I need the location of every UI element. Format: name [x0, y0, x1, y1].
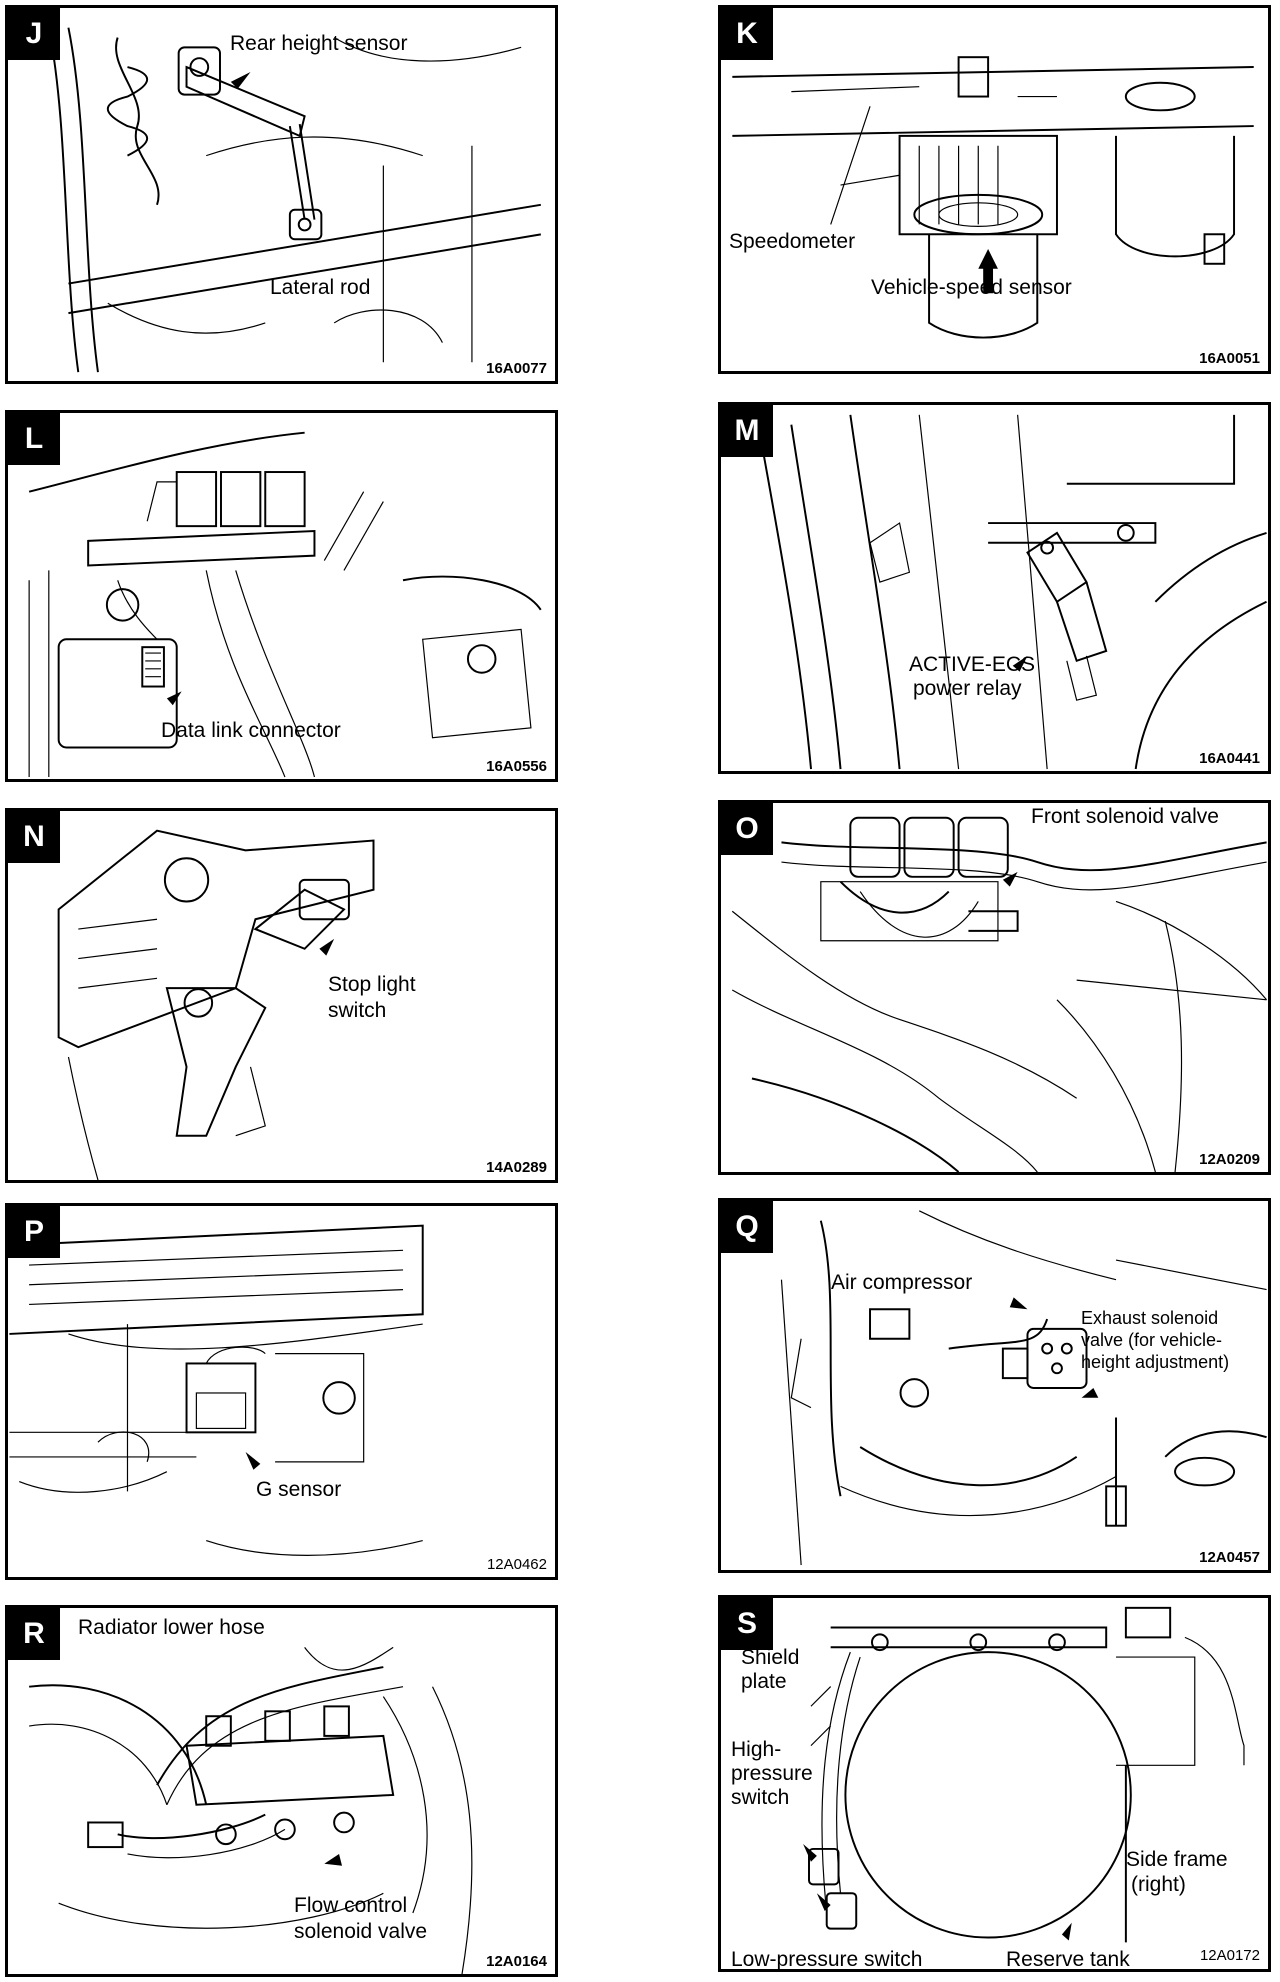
panel-letter: K	[721, 8, 773, 60]
panel-m: M ACTIVE-ECS power relay 16A0441	[718, 402, 1271, 774]
height-adjustment-label: height adjustment)	[1081, 1352, 1230, 1372]
panel-l: L Data link connector 16A0556	[5, 410, 558, 782]
rear-height-sensor-label: Rear height sensor	[230, 32, 408, 55]
active-ecs-power-relay-illustration	[760, 414, 1267, 770]
data-link-connector-label: Data link connector	[161, 719, 341, 742]
panel-n: N Stop light switch 14A0289	[5, 808, 558, 1183]
stop-light-label: Stop light	[328, 973, 416, 996]
switch-label: switch	[731, 1786, 790, 1809]
panel-letter: M	[721, 405, 773, 457]
active-ecs-label: ACTIVE-ECS	[909, 653, 1036, 676]
figure-code: 12A0209	[1199, 1151, 1260, 1168]
right-label: (right)	[1131, 1873, 1186, 1896]
panel-letter: L	[8, 413, 60, 465]
exhaust-valve-label: valve (for vehicle-	[1081, 1330, 1223, 1350]
panel-letter: P	[8, 1206, 60, 1258]
panel-o: O Front solenoid valve 12A0209	[718, 800, 1271, 1175]
figure-code: 12A0164	[486, 1953, 547, 1970]
figure-code: 16A0556	[486, 758, 547, 775]
figure-code: 12A0462	[486, 1556, 547, 1573]
panel-letter: J	[8, 8, 60, 60]
air-compressor-label: Air compressor	[831, 1271, 973, 1294]
shield-label: Shield	[741, 1646, 800, 1669]
power-relay-label: power relay	[913, 677, 1022, 700]
g-sensor-illustration	[9, 1224, 424, 1556]
figure-code: 16A0051	[1199, 350, 1260, 367]
exhaust-solenoid-label: Exhaust solenoid	[1081, 1308, 1219, 1328]
switch-label: switch	[328, 999, 387, 1022]
figure-code: 12A0172	[1199, 1947, 1260, 1964]
reserve-tank-illustration	[803, 1606, 1245, 1943]
panel-p: P G sensor 12A0462	[5, 1203, 558, 1580]
air-compressor-illustration	[780, 1210, 1267, 1566]
panel-letter: O	[721, 803, 773, 855]
panel-r: R Radiator lower hose Flow control solen…	[5, 1605, 558, 1977]
panel-letter: R	[8, 1608, 60, 1660]
panel-j: J Rear height sensor Lateral rod 16A0077	[5, 5, 558, 384]
figure-code: 16A0441	[1199, 750, 1260, 767]
g-sensor-label: G sensor	[256, 1478, 342, 1501]
vehicle-speed-sensor-label: Vehicle-speed sensor	[871, 276, 1072, 299]
front-solenoid-valve-illustration	[731, 816, 1268, 1172]
speedometer-label: Speedometer	[729, 230, 856, 253]
panel-q: Q Air compressor Exhaust solenoid valve …	[718, 1198, 1271, 1573]
panel-letter: Q	[721, 1201, 773, 1253]
panel-s: S Shield plate High- pressure switch Sid…	[718, 1595, 1271, 1972]
flow-control-label: Flow control	[294, 1894, 408, 1917]
plate-label: plate	[741, 1670, 787, 1693]
side-frame-label: Side frame	[1126, 1848, 1228, 1871]
pressure-label: pressure	[731, 1762, 813, 1785]
reserve-tank-label: Reserve tank	[1006, 1948, 1130, 1971]
radiator-lower-hose-label: Radiator lower hose	[78, 1616, 265, 1639]
figure-code: 12A0457	[1199, 1549, 1260, 1566]
figure-code: 14A0289	[486, 1159, 547, 1176]
lateral-rod-label: Lateral rod	[270, 276, 371, 299]
front-solenoid-valve-label: Front solenoid valve	[1031, 805, 1219, 828]
figure-code: 16A0077	[486, 360, 547, 377]
high-label: High-	[731, 1738, 782, 1761]
panel-letter: S	[721, 1598, 773, 1650]
data-link-connector-illustration	[28, 431, 542, 778]
solenoid-valve-label: solenoid valve	[294, 1920, 428, 1943]
rear-height-sensor-illustration	[47, 27, 541, 373]
flow-control-solenoid-valve-illustration	[29, 1646, 473, 1974]
panel-letter: N	[8, 811, 60, 863]
stop-light-switch-illustration	[57, 829, 375, 1180]
vehicle-speed-sensor-illustration	[732, 56, 1254, 339]
low-pressure-switch-label: Low-pressure switch	[731, 1948, 923, 1971]
panel-k: K Speedometer Vehicle-speed sensor 16A00…	[718, 5, 1271, 374]
